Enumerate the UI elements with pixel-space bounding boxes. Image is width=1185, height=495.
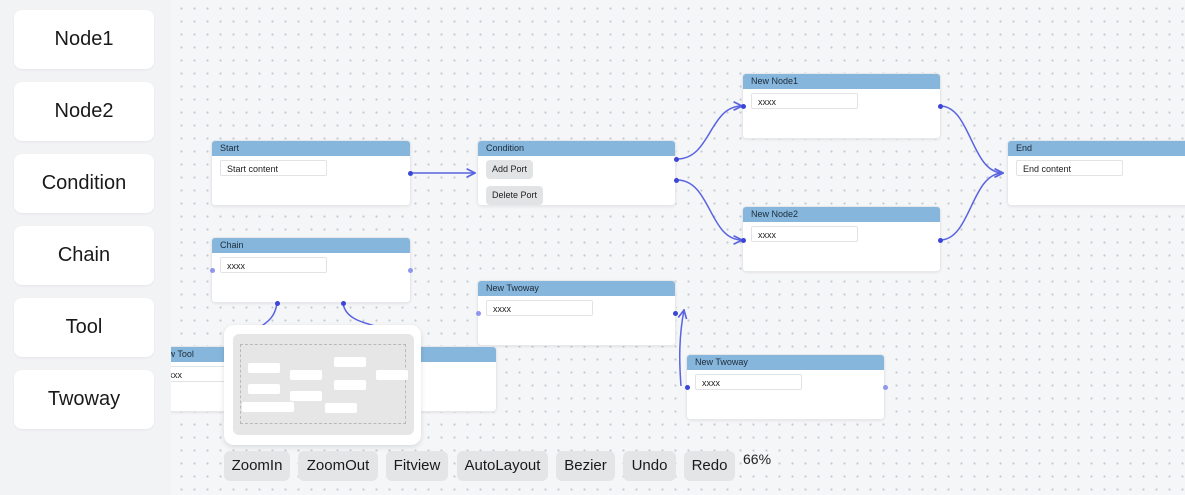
delete-port-button[interactable]: Delete Port <box>486 186 544 205</box>
port-twoway-1-in[interactable] <box>475 310 481 316</box>
node-new-twoway-1-title: New Twoway <box>478 281 675 296</box>
port-chain-bottom-2[interactable] <box>340 300 346 306</box>
palette-node1[interactable]: Node1 <box>14 10 154 69</box>
port-new-node2-out[interactable] <box>937 237 943 243</box>
auto-layout-button[interactable]: AutoLayout <box>457 451 548 481</box>
node-new-node2-title: New Node2 <box>743 207 940 222</box>
node-new-twoway-1-content[interactable]: xxxx <box>486 300 593 316</box>
palette-node2[interactable]: Node2 <box>14 82 154 141</box>
node-start[interactable]: Start Start content <box>212 141 410 205</box>
zoom-level: 66% <box>743 451 772 467</box>
port-twoway-2-in[interactable] <box>684 384 690 390</box>
zoom-in-button[interactable]: ZoomIn <box>224 451 290 481</box>
palette-condition[interactable]: Condition <box>14 154 154 213</box>
node-new-node2-content[interactable]: xxxx <box>751 226 858 242</box>
minimap-node <box>325 403 357 413</box>
minimap-node <box>334 380 366 390</box>
port-twoway-2-out[interactable] <box>882 384 888 390</box>
port-condition-out-2[interactable] <box>673 177 679 183</box>
zoom-out-button[interactable]: ZoomOut <box>298 451 378 481</box>
palette-tool[interactable]: Tool <box>14 298 154 357</box>
port-new-node1-out[interactable] <box>937 103 943 109</box>
node-new-twoway-2-content[interactable]: xxxx <box>695 374 802 390</box>
node-new-node1-content[interactable]: xxxx <box>751 93 858 109</box>
palette-node1-label: Node1 <box>54 28 114 50</box>
palette-condition-label: Condition <box>41 172 127 194</box>
add-port-button[interactable]: Add Port <box>486 160 534 179</box>
node-new-node1-title: New Node1 <box>743 74 940 89</box>
node-condition-title: Condition <box>478 141 675 156</box>
port-condition-out-1[interactable] <box>673 156 679 162</box>
minimap[interactable] <box>224 325 421 445</box>
edge-condition-newnode1[interactable] <box>676 106 742 160</box>
fitview-button[interactable]: Fitview <box>386 451 448 481</box>
node-end-title: End <box>1008 141 1185 156</box>
edge-twoway-twoway[interactable] <box>680 310 684 387</box>
minimap-node <box>242 402 294 412</box>
node-start-title: Start <box>212 141 410 156</box>
palette-chain[interactable]: Chain <box>14 226 154 285</box>
bezier-button[interactable]: Bezier <box>556 451 615 481</box>
edge-newnode2-end[interactable] <box>939 173 1003 241</box>
node-end-content[interactable]: End content <box>1016 160 1123 176</box>
node-start-content[interactable]: Start content <box>220 160 327 176</box>
redo-button[interactable]: Redo <box>684 451 735 481</box>
minimap-node <box>248 363 280 373</box>
minimap-view-rect[interactable] <box>240 344 406 424</box>
port-new-node1-in[interactable] <box>740 103 746 109</box>
palette-chain-label: Chain <box>57 244 111 266</box>
flow-canvas[interactable]: Start Start content Condition Add Port D… <box>171 0 1185 495</box>
edge-chain-tool-right[interactable] <box>342 302 376 327</box>
minimap-node <box>290 370 322 380</box>
node-new-twoway-1[interactable]: New Twoway xxxx <box>478 281 675 345</box>
palette-twoway[interactable]: Twoway <box>14 370 154 429</box>
minimap-node <box>290 391 322 401</box>
node-chain-content[interactable]: xxxx <box>220 257 327 273</box>
node-end[interactable]: End End content <box>1008 141 1185 205</box>
port-chain-left[interactable] <box>209 267 215 273</box>
edge-newnode1-end[interactable] <box>939 105 1003 173</box>
node-new-twoway-2-title: New Twoway <box>687 355 884 370</box>
edge-condition-newnode2[interactable] <box>676 179 742 240</box>
node-chain[interactable]: Chain xxxx <box>212 238 410 302</box>
minimap-node <box>376 370 408 380</box>
port-start-out[interactable] <box>407 170 413 176</box>
node-palette-sidebar: Node1 Node2 Condition Chain Tool Twoway <box>0 0 170 495</box>
minimap-node <box>334 357 366 367</box>
port-new-node2-in[interactable] <box>740 237 746 243</box>
node-new-node2[interactable]: New Node2 xxxx <box>743 207 940 271</box>
node-chain-title: Chain <box>212 238 410 253</box>
port-twoway-1-out[interactable] <box>672 310 678 316</box>
minimap-node <box>248 384 280 394</box>
port-chain-right[interactable] <box>407 267 413 273</box>
node-new-node1[interactable]: New Node1 xxxx <box>743 74 940 138</box>
node-new-twoway-2[interactable]: New Twoway xxxx <box>687 355 884 419</box>
palette-tool-label: Tool <box>65 316 103 338</box>
palette-node2-label: Node2 <box>54 100 114 122</box>
palette-twoway-label: Twoway <box>47 388 121 410</box>
undo-button[interactable]: Undo <box>623 451 676 481</box>
minimap-viewport-area <box>233 334 414 435</box>
port-chain-bottom-1[interactable] <box>274 300 280 306</box>
node-condition[interactable]: Condition Add Port Delete Port <box>478 141 675 205</box>
